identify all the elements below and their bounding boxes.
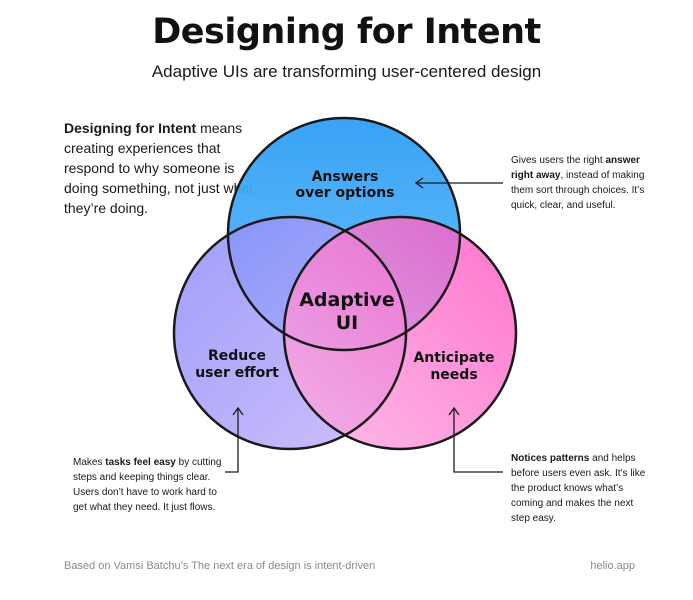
intro-rest: means creating experiences that respond … — [64, 120, 254, 216]
note-left: Makes tasks feel easy by cutting steps a… — [73, 455, 223, 515]
note-top-pre: Gives users the right — [511, 155, 606, 166]
footer-source: Based on Vamsi Batchu’s The next era of … — [64, 560, 376, 572]
note-left-bold: tasks feel easy — [105, 457, 176, 468]
note-right-bold: Notices patterns — [511, 453, 590, 464]
note-right-post: and helps before users even ask. It’s li… — [511, 453, 646, 524]
note-left-post: by cutting steps and keeping things clea… — [73, 457, 222, 513]
label-right-line1: Anticipate — [413, 350, 494, 366]
note-left-pre: Makes — [73, 457, 106, 468]
note-top: Gives users the right answer right away,… — [511, 153, 651, 213]
label-left-line2: user effort — [195, 365, 279, 381]
footer-brand: helio.app — [590, 560, 635, 572]
label-right-line2: needs — [430, 367, 477, 383]
circle-right-outline — [282, 215, 518, 451]
intro-bold: Designing for Intent — [64, 120, 197, 136]
arrow-left — [225, 406, 244, 473]
label-top-line2: over options — [295, 185, 394, 201]
arrow-right — [448, 406, 503, 473]
note-top-bold: answer right away — [511, 155, 640, 181]
intro-text: Designing for Intent means creating expe… — [64, 118, 264, 218]
note-right: Notices patterns and helps before users … — [511, 451, 651, 526]
circle-right — [284, 217, 516, 449]
label-left-line1: Reduce — [208, 348, 266, 364]
label-center-line2: UI — [336, 312, 359, 334]
note-top-post: , instead of making them sort through ch… — [511, 170, 645, 211]
arrow-top — [414, 177, 503, 189]
page-subtitle: Adaptive UIs are transforming user-cente… — [151, 62, 542, 81]
page-title: Designing for Intent — [152, 12, 541, 52]
label-top-line1: Answers — [312, 169, 379, 185]
circle-left-outline — [172, 215, 408, 451]
label-center-line1: Adaptive — [299, 289, 395, 311]
